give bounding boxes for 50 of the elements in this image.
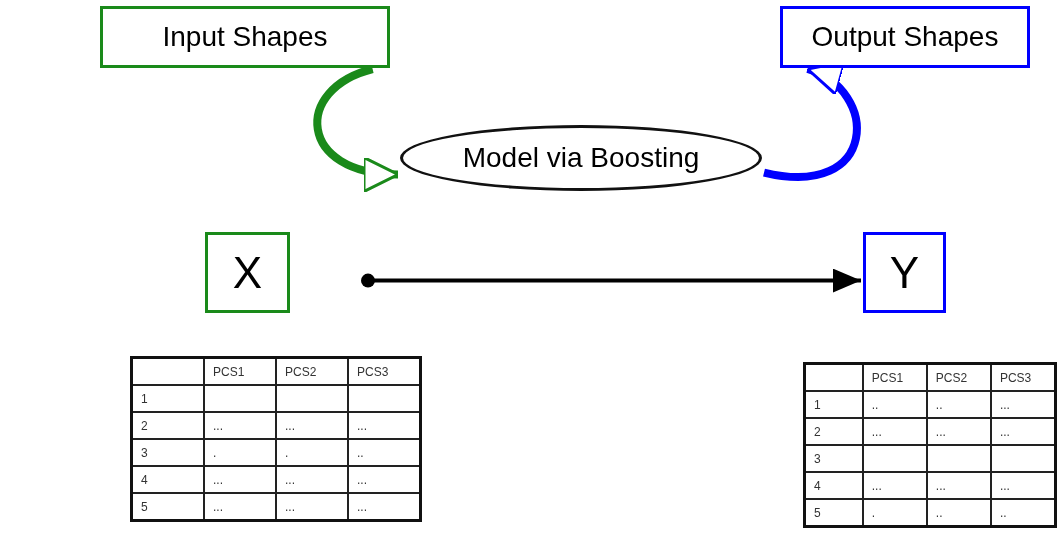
node-label: Y [889, 247, 920, 298]
row-number: 5 [814, 505, 821, 520]
node-label: Input Shapes [162, 21, 328, 53]
table-value: . [213, 445, 217, 460]
table-value: .. [357, 445, 364, 460]
variable-box [863, 232, 946, 313]
table-value: ... [871, 424, 882, 439]
row-number: 4 [814, 478, 821, 493]
table-value: ... [213, 472, 223, 487]
row-number: 3 [814, 451, 821, 466]
row-number: 4 [141, 472, 148, 487]
table-value: ... [871, 478, 882, 493]
table-value: ... [357, 499, 367, 514]
row-number: 5 [141, 499, 148, 514]
variable-box [205, 232, 290, 313]
table-value: .. [871, 397, 879, 412]
column-header: PCS1 [213, 364, 245, 379]
table-value: ... [213, 418, 223, 433]
table-value: ... [999, 478, 1010, 493]
label-box [100, 6, 390, 68]
table-value: ... [935, 424, 946, 439]
node-label: Model via Boosting [462, 142, 700, 174]
column-header: PCS2 [935, 370, 968, 385]
table-value: ... [285, 472, 295, 487]
arrow [361, 268, 861, 293]
table-value: ... [999, 424, 1010, 439]
table-value: ... [357, 418, 367, 433]
row-number: 2 [141, 418, 148, 433]
table-value: ... [935, 478, 946, 493]
table-value: ... [213, 499, 223, 514]
table-value: . [871, 505, 876, 520]
table-value: ... [999, 397, 1010, 412]
column-header: PCS1 [871, 370, 904, 385]
table-value: .. [935, 505, 943, 520]
table-value: ... [285, 499, 295, 514]
row-number: 2 [814, 424, 821, 439]
column-header: PCS3 [999, 370, 1032, 385]
column-header: PCS2 [285, 364, 317, 379]
node-label: X [232, 247, 263, 298]
table-value: .. [999, 505, 1007, 520]
table-value: .. [935, 397, 943, 412]
row-number: 1 [141, 391, 148, 406]
row-number: 1 [814, 397, 821, 412]
table-value: . [285, 445, 289, 460]
row-number: 3 [141, 445, 148, 460]
label-box [780, 6, 1030, 68]
column-header: PCS3 [357, 364, 389, 379]
node-label: Output Shapes [811, 21, 999, 53]
table-value: ... [285, 418, 295, 433]
table-value: ... [357, 472, 367, 487]
